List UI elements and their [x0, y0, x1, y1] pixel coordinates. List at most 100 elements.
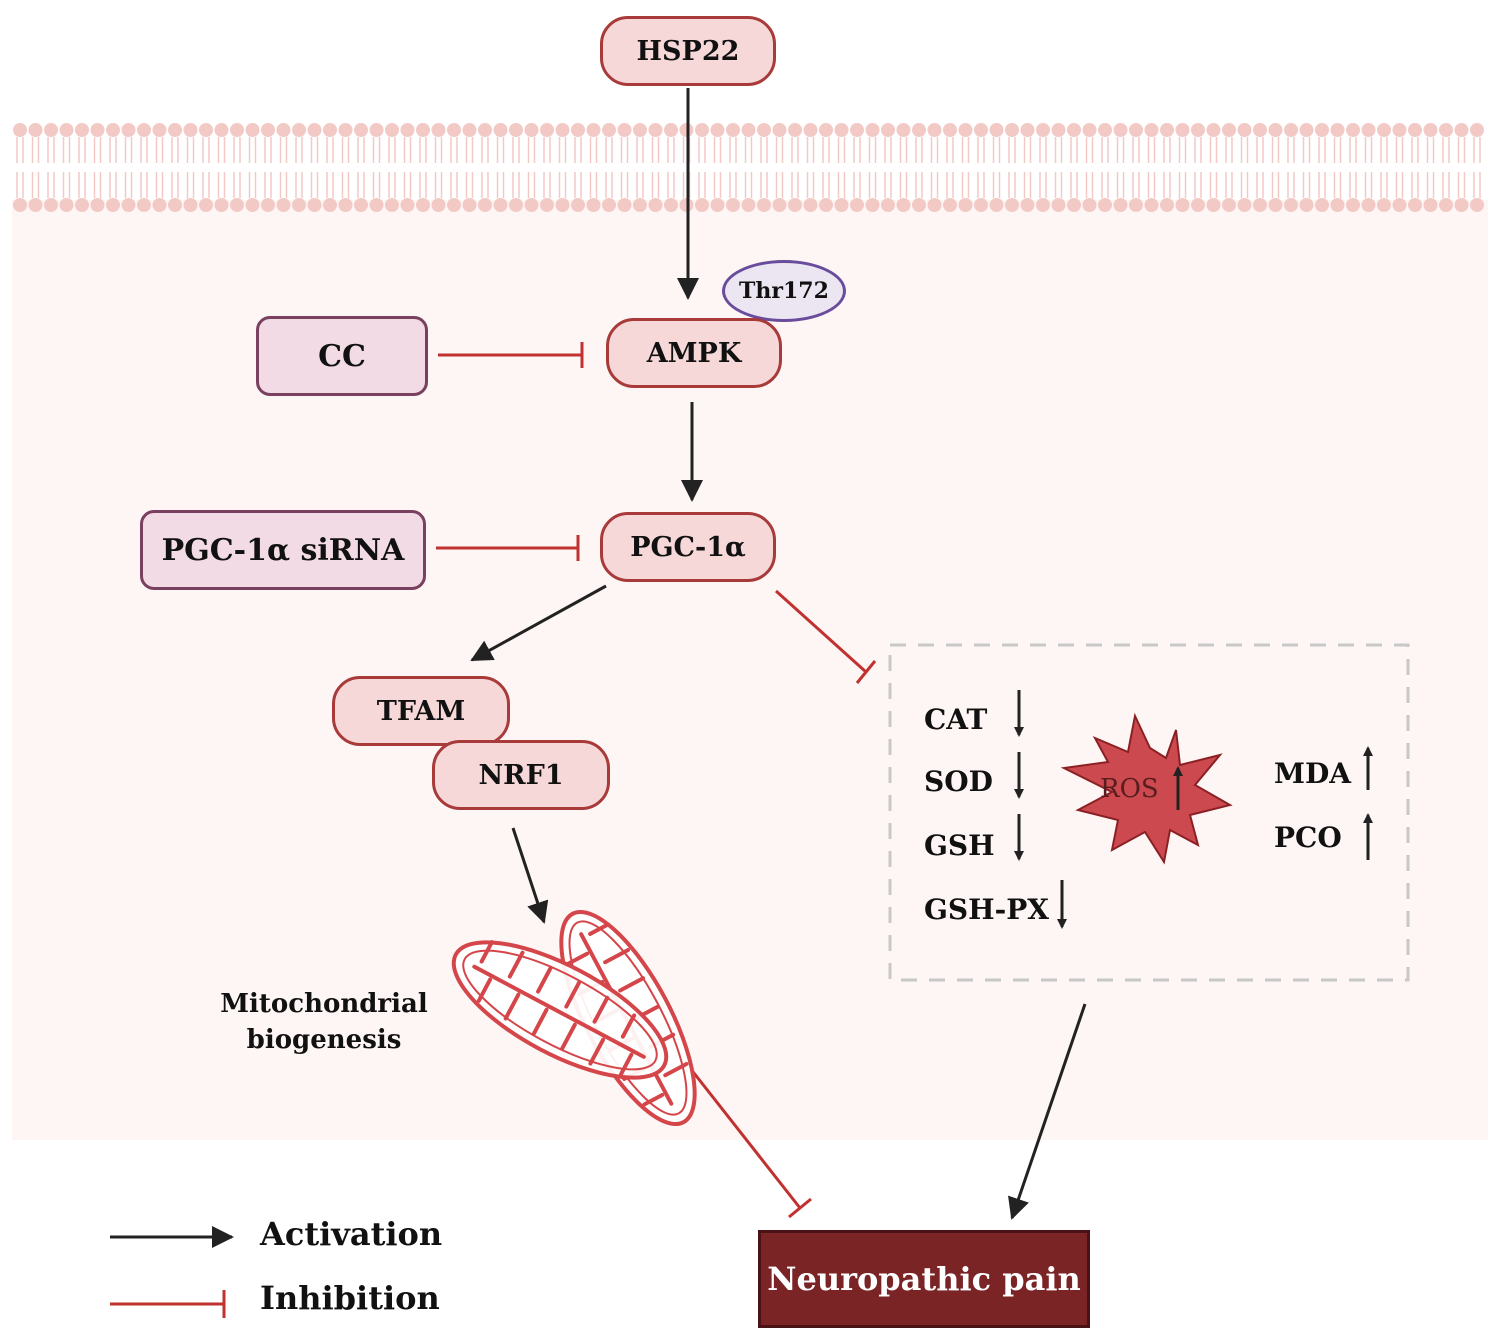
lipid-head — [943, 123, 957, 137]
lipid-head — [13, 198, 27, 212]
lipid-head — [989, 123, 1004, 137]
lipid-head — [664, 123, 678, 137]
lipid-head — [695, 123, 709, 137]
lipid-head — [354, 123, 368, 137]
lipid-head — [524, 123, 539, 137]
lipid-head — [245, 123, 260, 137]
lipid-head — [633, 123, 647, 137]
lipid-head — [168, 123, 182, 137]
lipid-head — [602, 198, 616, 212]
lipid-head — [989, 198, 1004, 212]
lipid-head — [90, 123, 105, 137]
lipid-head — [28, 198, 43, 212]
lipid-head — [757, 198, 771, 212]
lipid-head — [493, 123, 508, 137]
lipid-head — [183, 123, 198, 137]
lipid-head — [493, 198, 508, 212]
lipid-head — [1454, 123, 1469, 137]
lipid-head — [819, 123, 833, 137]
lipid-head — [927, 123, 942, 137]
lipid-head — [183, 198, 198, 212]
lipid-head — [1098, 198, 1112, 212]
lipid-head — [44, 198, 58, 212]
lipid-head — [385, 123, 399, 137]
lipid-head — [369, 123, 384, 137]
lipid-head — [1020, 198, 1035, 212]
ros-burst-icon — [1060, 712, 1233, 865]
lipid-head — [13, 123, 27, 137]
lipid-head — [1222, 198, 1236, 212]
lipid-head — [1299, 198, 1314, 212]
marker-arrows-down — [1014, 690, 1067, 929]
lipid-head — [633, 198, 647, 212]
lipid-head — [1191, 123, 1205, 137]
lipid-head — [571, 198, 585, 212]
lipid-head — [1392, 198, 1407, 212]
lipid-head — [1237, 198, 1252, 212]
lipid-head — [478, 198, 492, 212]
oxidative-stress-box — [888, 643, 1410, 982]
lipid-head — [726, 198, 740, 212]
lipid-head — [431, 198, 446, 212]
marker-gsh: GSH — [924, 829, 995, 862]
lipid-head — [75, 198, 89, 212]
lipid-head — [1268, 123, 1283, 137]
lipid-head — [974, 123, 988, 137]
lipid-head — [865, 198, 880, 212]
lipid-head — [354, 198, 368, 212]
lipid-head — [1051, 198, 1066, 212]
lipid-head — [28, 123, 43, 137]
mito-label-line2: biogenesis — [246, 1025, 402, 1055]
lipid-head — [617, 198, 632, 212]
lipid-head — [292, 123, 306, 137]
lipid-head — [462, 123, 477, 137]
lipid-head — [447, 123, 461, 137]
lipid-head — [896, 198, 911, 212]
lipid-head — [958, 198, 973, 212]
lipid-head — [881, 198, 895, 212]
ros-label: ROS — [1100, 774, 1159, 804]
lipid-head — [1036, 198, 1050, 212]
lipid-head — [1315, 198, 1329, 212]
lipid-head — [1175, 123, 1190, 137]
lipid-head — [509, 198, 523, 212]
lipid-head — [214, 123, 229, 137]
lipid-head — [323, 123, 337, 137]
lipid-head — [416, 198, 430, 212]
lipid-head — [431, 123, 446, 137]
lipid-head — [881, 123, 895, 137]
lipid-head — [1237, 123, 1252, 137]
arrow-oxidative-to-pain — [1008, 1003, 1087, 1220]
lipid-head — [106, 198, 120, 212]
lipid-head — [772, 123, 787, 137]
lipid-head — [1144, 123, 1159, 137]
lipid-head — [741, 123, 756, 137]
lipid-head — [230, 198, 244, 212]
lipid-head — [927, 198, 942, 212]
lipid-head — [1377, 198, 1391, 212]
lipid-head — [59, 123, 74, 137]
lipid-head — [199, 123, 213, 137]
lipid-head — [323, 198, 337, 212]
lipid-head — [1439, 198, 1453, 212]
inhibit-mito-pain — [688, 1067, 812, 1219]
lipid-head — [1191, 198, 1205, 212]
lipid-head — [1098, 123, 1112, 137]
lipid-head — [788, 198, 802, 212]
lipid-head — [152, 198, 167, 212]
lipid-head — [1408, 198, 1422, 212]
lipid-head — [1206, 198, 1221, 212]
lipid-head — [834, 198, 849, 212]
lipid-head — [1160, 198, 1174, 212]
lipid-head — [307, 123, 322, 137]
lipid-head — [137, 123, 151, 137]
lipid-head — [447, 198, 461, 212]
lipid-head — [121, 123, 136, 137]
lipid-head — [1113, 198, 1128, 212]
lipid-head — [1005, 198, 1019, 212]
lipid-head — [1253, 123, 1267, 137]
lipid-head — [44, 123, 58, 137]
lipid-head — [555, 123, 570, 137]
marker-pco: PCO — [1274, 821, 1342, 854]
lipid-head — [958, 123, 973, 137]
